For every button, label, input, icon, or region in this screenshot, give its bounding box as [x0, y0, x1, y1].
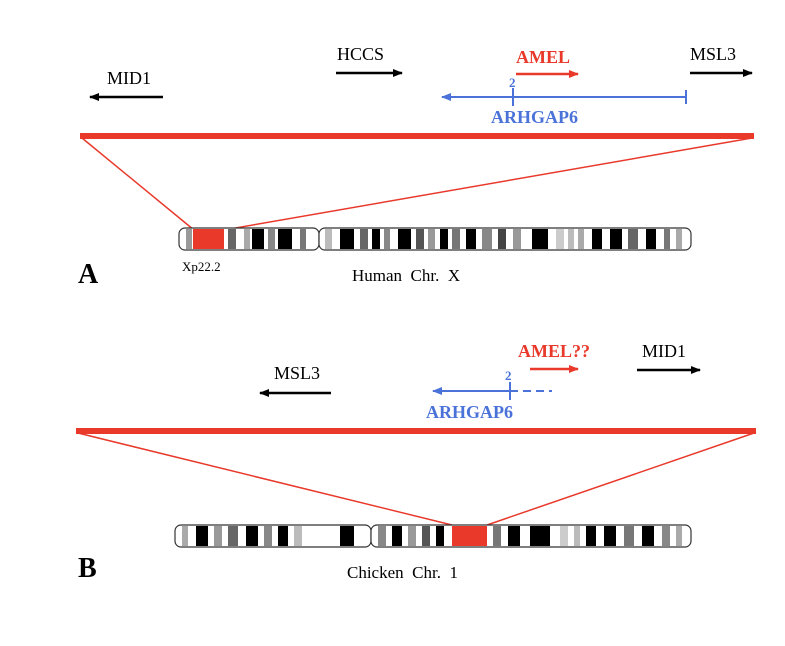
- band-xp22-2-highlight: [193, 229, 224, 249]
- chromosome-ideogram-chicken-1: [174, 524, 692, 548]
- panel-a: MID1 HCCS AMEL MSL3 2 ARHGAP6: [78, 44, 754, 290]
- panel-b: MSL3 AMEL?? MID1 2 ARHGAP6: [76, 341, 756, 584]
- gene-label-arhgap6-b: ARHGAP6: [426, 402, 513, 422]
- panel-label-a: A: [78, 259, 99, 290]
- zoom-line-right-a: [223, 137, 753, 231]
- gene-label-amel-b: AMEL??: [518, 341, 590, 361]
- gene-label-amel-a: AMEL: [516, 47, 570, 67]
- zoom-line-left-b: [77, 432, 453, 526]
- gene-label-mid1-a: MID1: [107, 68, 151, 88]
- zoom-line-left-a: [81, 137, 195, 231]
- gene-label-msl3-a: MSL3: [690, 44, 736, 64]
- gene-label-hccs-a: HCCS: [337, 44, 384, 64]
- chromosome-ideogram-human-x: [178, 227, 692, 251]
- gene-label-msl3-b: MSL3: [274, 363, 320, 383]
- band-label-xp22-2: Xp22.2: [182, 259, 221, 274]
- chromosome-caption-a: Human Chr. X: [352, 266, 460, 285]
- exon-2-label-a: 2: [509, 75, 516, 90]
- zoom-line-right-b: [486, 432, 755, 526]
- chromosome-caption-b: Chicken Chr. 1: [347, 563, 458, 582]
- gene-label-mid1-b: MID1: [642, 341, 686, 361]
- band-highlight-chicken: [452, 526, 487, 546]
- exon-2-label-b: 2: [505, 368, 512, 383]
- gene-label-arhgap6-a: ARHGAP6: [491, 107, 578, 127]
- panel-label-b: B: [78, 553, 97, 584]
